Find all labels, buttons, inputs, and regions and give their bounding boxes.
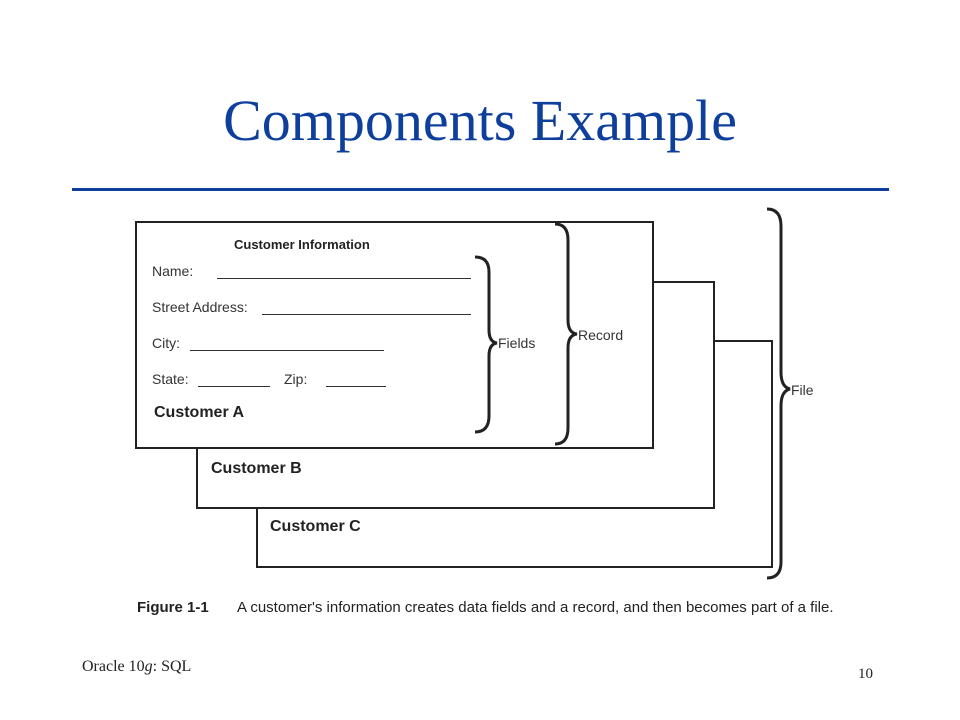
figure-caption: Figure 1-1 A customer's information crea… [137,597,857,618]
city-field-label: City: [152,335,180,351]
record-bracket-label: Record [578,327,624,343]
customer-c-label: Customer C [270,518,361,535]
form-title: Customer Information [234,237,370,252]
state-field-line [198,386,270,387]
state-field-label: State: [152,371,189,387]
name-field-label: Name: [152,263,194,279]
footer-course-title: Oracle 10g: SQL [82,658,191,676]
footer-course-text: Oracle 10g: SQL [82,658,192,675]
figure-caption-text: A customer's information creates data fi… [237,599,834,616]
customer-b-label: Customer B [211,460,302,477]
fields-bracket-label: Fields [498,335,536,351]
zip-field-label: Zip: [284,371,308,387]
figure-caption-label: Figure 1-1 [137,599,209,616]
file-brace [766,207,791,580]
slide-title: Components Example [223,88,737,153]
street-field-label: Street Address: [152,299,248,315]
page-number: 10 [858,666,873,682]
street-field-line [262,314,471,315]
fields-brace [474,255,498,434]
city-field-line [190,350,384,351]
file-bracket-label: File [791,382,814,398]
name-field-line [217,278,471,279]
zip-field-line [326,386,386,387]
title-underline [72,188,889,191]
customer-a-label: Customer A [154,404,245,421]
record-brace [554,222,578,446]
